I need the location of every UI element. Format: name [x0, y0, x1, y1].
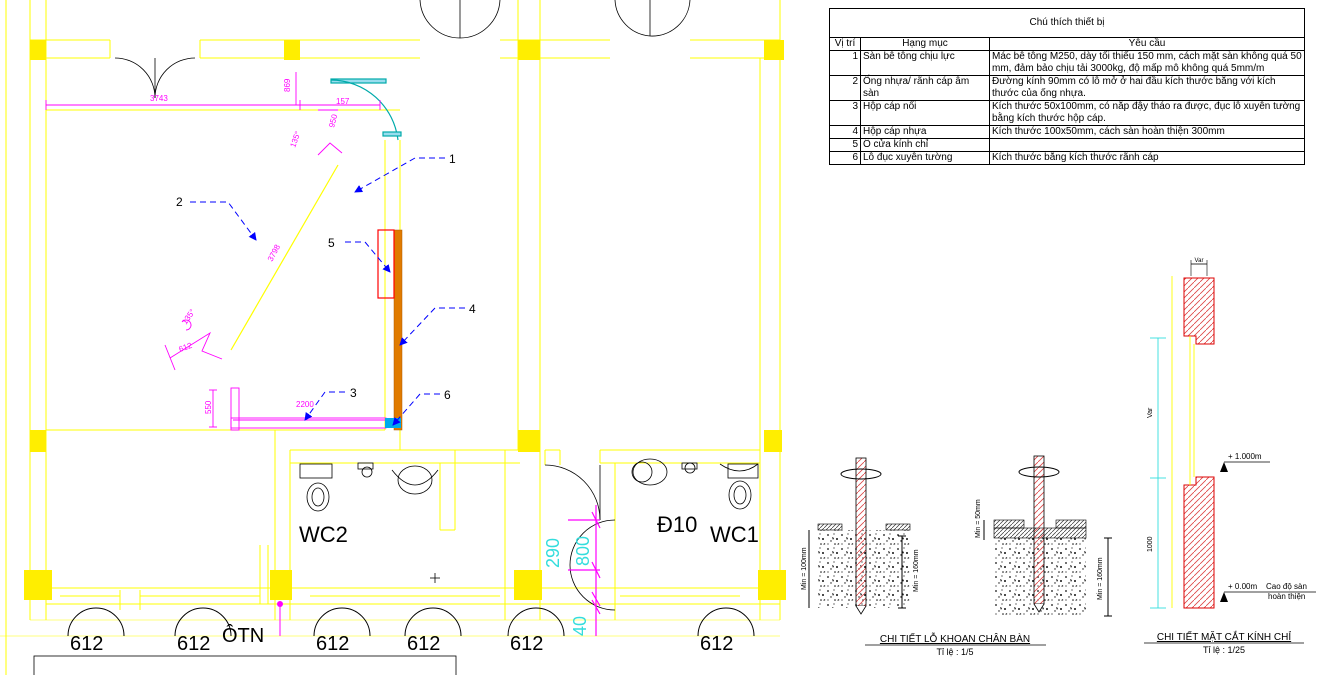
header-position: Vị trí [830, 38, 861, 51]
teal-door [330, 78, 402, 141]
plan-labels: 3743 869 157 950 135° 3798 135° 612 550 … [70, 78, 759, 655]
grid-label: 612 [700, 633, 733, 655]
angle-135-left: 135° [180, 307, 197, 326]
dim-1000-label: 1000 [1147, 536, 1154, 552]
section-detail-scale: Tỉ lệ : 1/25 [1203, 645, 1245, 655]
glass-window [377, 229, 395, 299]
row-item: Hộp cáp nhựa [860, 125, 990, 139]
row-item: Lỗ đục xuyên tường [860, 151, 990, 164]
header-requirement: Yêu cầu [989, 38, 1304, 51]
room-wc1: WC1 [710, 522, 759, 547]
row-number: 6 [830, 151, 861, 164]
row-requirement: Kích thước 100x50mm, cách sàn hoàn thiện… [989, 125, 1304, 139]
row-item: Ống nhựa/ rãnh cáp âm sàn [860, 75, 990, 101]
grid-label: 612 [70, 633, 103, 655]
table-row: 2 Ống nhựa/ rãnh cáp âm sàn Đường kính 9… [830, 75, 1304, 101]
table-row: 6 Lỗ đục xuyên tường Kích thước bằng kíc… [830, 151, 1304, 164]
grid-label: 612 [407, 633, 440, 655]
section-detail-title: CHI TIẾT MẶT CẮT KÍNH CHỈ [1157, 630, 1291, 643]
grid-label: 612 [316, 633, 349, 655]
row-number: 3 [830, 100, 861, 126]
var-top-label: Var [1195, 258, 1204, 264]
legend-header-row: Vị trí Hạng mục Yêu cầu [830, 38, 1304, 51]
min-160-right-label: Min = 160mm [1097, 557, 1104, 600]
grid-bubbles [67, 607, 755, 637]
row-requirement: Kích thước 50x100mm, có nắp đậy tháo ra … [989, 100, 1304, 126]
callout-6: 6 [444, 388, 451, 402]
callout-leaders [190, 157, 465, 426]
row-item: Hộp cáp nổi [860, 100, 990, 126]
legend-grid: Vị trí Hạng mục Yêu cầu 1 Sàn bê tông ch… [830, 38, 1304, 164]
level-note-1: Cao độ sàn [1266, 582, 1307, 591]
dim-800: 800 [573, 536, 593, 566]
section-detail: Var Var 1000 + 1.000m + 0.00m Cao độ sàn… [1144, 258, 1316, 655]
dim-3743: 3743 [150, 94, 168, 103]
level-1000-label: + 1.000m [1228, 452, 1262, 461]
columns [24, 40, 786, 600]
callout-3: 3 [350, 386, 357, 400]
dim-550: 550 [204, 400, 213, 414]
double-doors-top [114, 0, 691, 99]
callout-5: 5 [328, 236, 335, 250]
legend-title: Chú thích thiết bị [830, 9, 1304, 38]
dim-869: 869 [283, 78, 292, 92]
dim-950: 950 [327, 113, 339, 129]
cable-box-vertical [393, 229, 403, 431]
row-number: 5 [830, 138, 861, 152]
grid-label: 612 [510, 633, 543, 655]
row-item: Sàn bê tông chịu lực [860, 50, 990, 76]
dim-2200: 2200 [296, 400, 314, 409]
legend-table: Chú thích thiết bị Vị trí Hạng mục Yêu c… [829, 8, 1305, 165]
table-row: 1 Sàn bê tông chịu lực Mác bê tông M250,… [830, 50, 1304, 76]
dim-290: 290 [543, 538, 563, 568]
level-000-label: + 0.00m [1228, 582, 1257, 591]
min-100-label: Min = 100mm [801, 547, 808, 590]
wall-opening [385, 418, 401, 428]
title-block-edge [33, 655, 457, 675]
room-wc2: WC2 [299, 522, 348, 547]
otn-label: ÔTN [222, 624, 264, 647]
cable-route [230, 164, 339, 351]
dim-157: 157 [336, 97, 350, 106]
row-number: 4 [830, 125, 861, 139]
table-row: 4 Hộp cáp nhựa Kích thước 100x50mm, cách… [830, 125, 1304, 139]
dim-612: 612 [178, 341, 194, 354]
drill-detail: Min = 100mm Min = 160mm Min = 50mm Min =… [801, 455, 1112, 657]
header-item: Hạng mục [860, 38, 990, 51]
door-d10: Đ10 [657, 512, 697, 537]
row-item: Ô cửa kính chỉ [860, 138, 990, 152]
callout-4: 4 [469, 302, 476, 316]
row-requirement: Kích thước bằng kích thước rãnh cáp [989, 151, 1304, 164]
row-requirement: Đường kính 90mm có lỗ mở ở hai đầu kích … [989, 75, 1304, 101]
min-50-label: Min = 50mm [975, 499, 982, 538]
row-number: 2 [830, 75, 861, 101]
drill-detail-scale: Tỉ lệ : 1/5 [936, 647, 973, 657]
dim-3798: 3798 [266, 243, 283, 263]
grid-label: 612 [177, 633, 210, 655]
cyan-dimensions [568, 505, 601, 636]
dim-40: 40 [570, 616, 590, 636]
min-160-left-label: Min = 160mm [913, 549, 920, 592]
table-row: 3 Hộp cáp nổi Kích thước 50x100mm, có nắ… [830, 100, 1304, 126]
callout-2: 2 [176, 195, 183, 209]
row-requirement: Mác bê tông M250, dày tối thiểu 150 mm, … [989, 50, 1304, 76]
row-requirement [989, 138, 1304, 152]
row-number: 1 [830, 50, 861, 76]
var-side-label: Var [1147, 407, 1154, 418]
table-row: 5 Ô cửa kính chỉ [830, 138, 1304, 152]
level-note-2: hoàn thiện [1268, 592, 1305, 601]
drill-detail-title: CHI TIẾT LỖ KHOAN CHÂN BÀN [880, 632, 1030, 645]
callout-1: 1 [449, 152, 456, 166]
angle-135-top: 135° [288, 130, 302, 149]
floor-plan [0, 0, 786, 675]
